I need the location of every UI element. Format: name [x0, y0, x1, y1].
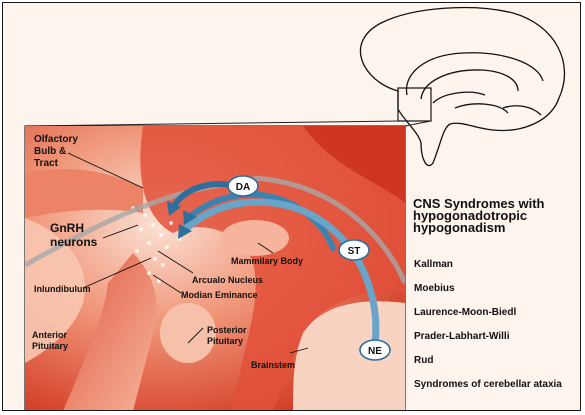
label-olfactory-3: Tract	[34, 158, 59, 169]
figure-frame: DA ST NE Olfactory Bulb & Tract GnRH	[2, 2, 581, 411]
label-brainstem: Brainstem	[251, 360, 295, 370]
syndrome-item: Rud	[414, 356, 562, 380]
pathway-badge-st: ST	[339, 240, 369, 260]
zoom-connector	[25, 121, 431, 126]
label-anterior-1: Anterior	[32, 330, 68, 340]
svg-text:ST: ST	[348, 246, 361, 257]
syndromes-title-line: hypogonadism	[413, 222, 544, 234]
syndrome-item: Prader-Labhart-Willi	[414, 332, 562, 356]
syndrome-item: Laurence-Moon-Biedl	[414, 308, 562, 332]
syndrome-item: Syndromes of cerebellar ataxia	[414, 380, 562, 404]
label-arcualo-nucleus: Arcualo Nucleus	[192, 275, 263, 285]
label-olfactory-1: Olfactory	[34, 134, 78, 145]
label-mammilary-body: Mammilary Body	[231, 256, 303, 266]
anatomy-illustration	[25, 126, 405, 411]
label-posterior-2: Pituitary	[207, 336, 243, 346]
svg-text:DA: DA	[236, 182, 250, 193]
syndrome-item: Moebius	[414, 284, 562, 308]
syndromes-title: CNS Syndromes with hypogonadotropic hypo…	[413, 198, 544, 234]
label-anterior-2: Pituitary	[32, 341, 68, 351]
svg-text:NE: NE	[368, 346, 382, 357]
pathway-badge-ne: NE	[360, 340, 390, 360]
label-inlundibulum: Inlundibulum	[34, 284, 91, 294]
label-posterior-1: Posterior	[207, 325, 247, 335]
pathway-badge-da: DA	[228, 176, 258, 196]
label-modian-eminance: Modian Eminance	[181, 290, 258, 300]
syndrome-item: Kallman	[414, 260, 562, 284]
label-gnrh-2: neurons	[50, 235, 98, 249]
label-gnrh-1: GnRH	[50, 221, 84, 235]
syndromes-list: Kallman Moebius Laurence-Moon-Biedl Prad…	[414, 260, 562, 404]
label-olfactory-2: Bulb &	[34, 146, 66, 157]
